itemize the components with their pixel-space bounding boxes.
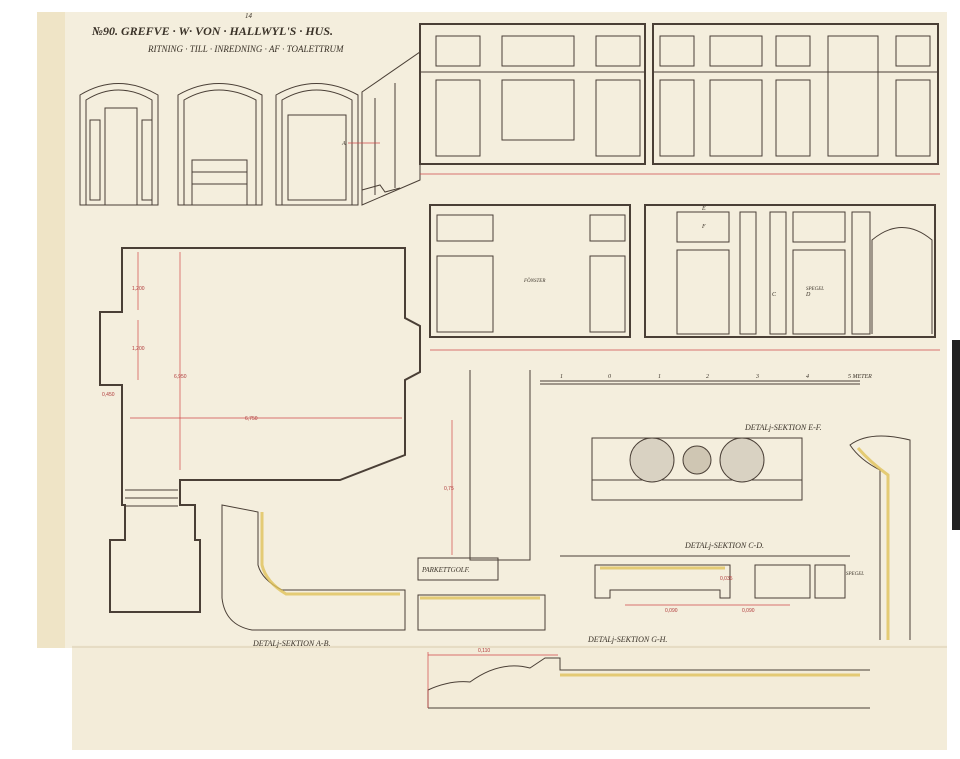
marker-e: E [701,206,706,212]
scale-tick-6: 4 [806,373,809,380]
floor-plan: 6,750 6,950 1,200 1,200 0,450 [99,247,421,613]
section-marker-a: A [341,141,346,147]
detail-gh-label: DETALj-SEKTION G-H. [587,635,667,644]
sheet-subtitle: RITNING · TILL · INREDNING · AF · TOALET… [147,44,344,54]
label-window: FÖNSTER [523,278,545,284]
paper-lower [72,645,947,750]
scale-tick-3: 1 [658,374,661,380]
scale-bar: 1 0 1 2 3 4 5 METER [540,373,872,385]
marker-c: C [772,292,777,298]
scale-tick-1: 1 [560,374,563,380]
arch-elevation-3 [275,83,359,206]
scale-unit: 5 METER [848,374,872,380]
elevation-mid-left: FÖNSTER [429,204,631,338]
oblique-wall: A [341,51,421,206]
label-parquet: PARKETTGOLF. [421,566,470,574]
color-card [952,340,960,530]
label-mirror: SPEGEL [806,287,824,292]
detail-ef-label: DETALj-SEKTION E-F. [744,423,822,432]
scale-tick-2: 0 [608,374,611,380]
detail-ab-dim: 0,75 [444,486,454,492]
detail-ab: 0,75 PARKETTGOLF. DETALj-SEKTION A-B. [221,370,546,648]
detail-gh-dim: 0,110 [478,648,490,654]
detail-cd-dim-2: 0,090 [665,608,678,614]
plan-dim-width: 6,750 [245,416,258,422]
elevation-top-left [419,23,646,165]
detail-gh: 0,110 DETALj-SEKTION G-H. [427,635,870,709]
corner-note: 14 [245,12,253,20]
plan-dim-bay-2: 1,200 [132,346,145,352]
detail-ef: DETALj-SEKTION E-F. [591,423,911,640]
paper-left-strip [37,12,65,648]
marker-f: F [701,224,706,230]
scale-tick-4: 2 [706,374,709,380]
detail-ab-label: DETALj-SEKTION A-B. [252,639,330,648]
detail-cd-dim-1: 0,035 [720,576,733,582]
detail-cd-mirror: SPEGEL [846,572,864,577]
marker-d: D [805,292,811,298]
arch-elevation-2 [177,83,263,206]
sheet-title: №90. GREFVE · W· VON · HALLWYL'S · HUS. [91,24,333,38]
scale-tick-5: 3 [755,374,759,380]
detail-cd-label: DETALj-SEKTION C-D. [684,541,764,550]
elevation-mid-right: SPEGEL C D E F [644,204,936,338]
detail-cd-dim-3: 0,090 [742,608,755,614]
detail-cd: DETALj-SEKTION C-D. 0,035 0,090 0,090 SP… [560,541,864,614]
arch-elevation-1 [79,83,159,206]
paper-upper [37,12,947,648]
plan-dim-bay-1: 1,200 [132,286,145,292]
plan-dim-depth: 6,950 [174,374,187,380]
elevation-top-right [652,23,939,165]
plan-dim-small: 0,450 [102,392,115,398]
